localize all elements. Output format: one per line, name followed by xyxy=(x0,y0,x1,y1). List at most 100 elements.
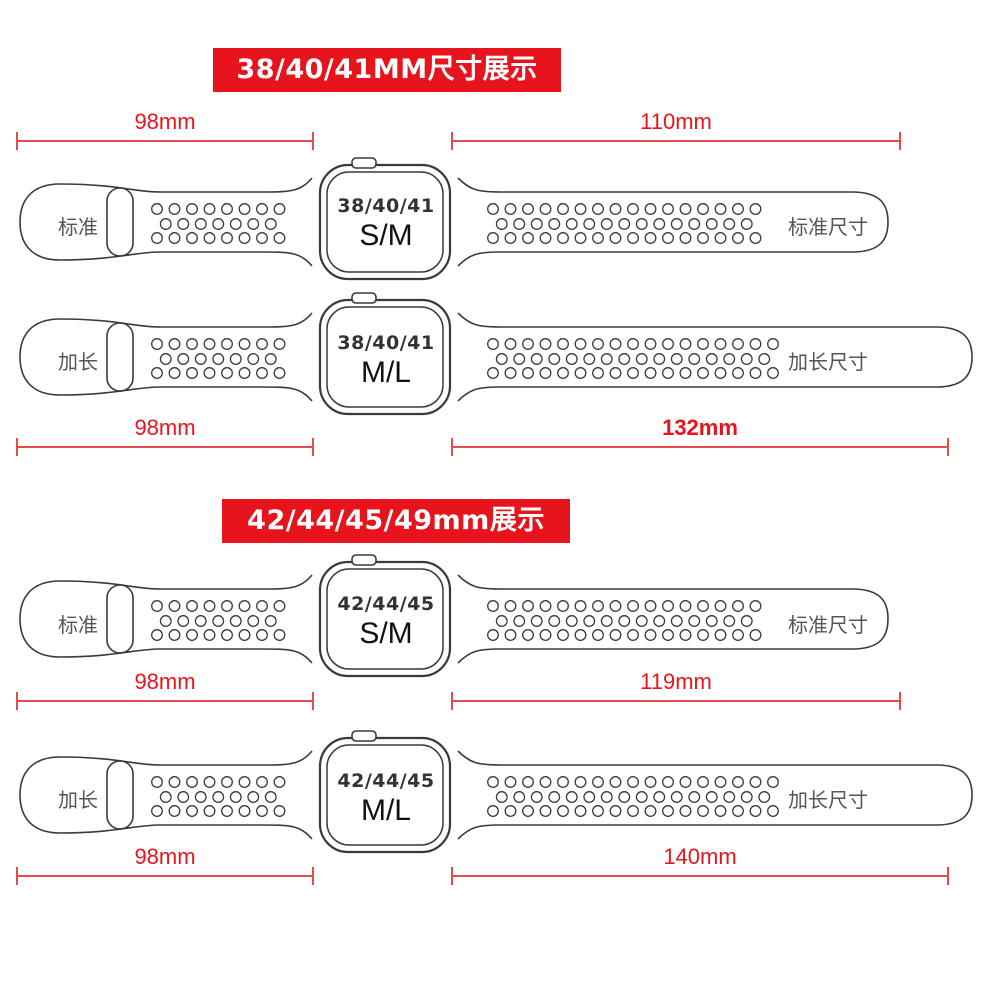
strap-hole xyxy=(557,203,569,215)
watch-crown xyxy=(351,554,377,566)
strap-hole xyxy=(767,776,779,788)
strap-hole xyxy=(256,805,268,817)
strap-hole xyxy=(238,629,251,641)
strap-hole xyxy=(714,805,727,817)
strap-hole xyxy=(592,805,604,817)
strap-hole xyxy=(662,629,674,641)
strap-hole xyxy=(539,776,552,788)
strap-hole xyxy=(186,203,198,215)
dimension-right-4: 140mm xyxy=(451,844,949,885)
strap-hole xyxy=(186,600,198,612)
strap-hole xyxy=(714,367,727,379)
strap-hole xyxy=(504,203,517,215)
strap-hole xyxy=(670,218,683,230)
strap-hole xyxy=(697,805,709,817)
strap-hole xyxy=(662,776,674,788)
strap-hole xyxy=(565,791,578,803)
strap-hole xyxy=(644,232,657,244)
strap-hole xyxy=(644,367,657,379)
strap-hole xyxy=(732,805,744,817)
strap-hole xyxy=(705,353,718,365)
strap-hole xyxy=(697,367,709,379)
strap-hole xyxy=(574,805,587,817)
strap-hole xyxy=(264,218,277,230)
strap-hole xyxy=(627,805,639,817)
dimension-left-1: 98mm xyxy=(16,109,314,150)
strap-hole xyxy=(203,600,216,612)
strap-hole xyxy=(238,203,251,215)
strap-hole xyxy=(229,353,242,365)
strap-hole xyxy=(600,218,613,230)
strap-hole xyxy=(238,805,251,817)
strap-hole xyxy=(565,353,578,365)
strap-hole xyxy=(583,615,596,627)
strap-hole xyxy=(574,600,587,612)
strap-hole xyxy=(238,232,251,244)
strap-hole xyxy=(539,338,552,350)
strap-hole xyxy=(522,203,534,215)
strap-hole xyxy=(618,218,631,230)
strap-hole xyxy=(504,600,517,612)
section-title-large: 42/44/45/49mm展示 xyxy=(222,499,570,543)
strap-hole xyxy=(168,629,181,641)
strap-hole xyxy=(203,805,216,817)
strap-hole xyxy=(565,615,578,627)
strap-hole xyxy=(203,367,216,379)
strap-hole xyxy=(513,615,526,627)
strap-hole xyxy=(697,338,709,350)
strap-hole xyxy=(487,600,499,612)
strap-hole xyxy=(247,615,260,627)
strap-hole xyxy=(644,203,657,215)
strap-hole xyxy=(644,600,657,612)
strap-hole xyxy=(256,600,268,612)
strap-hole xyxy=(522,600,534,612)
dimension-left-4: 98mm xyxy=(16,844,314,885)
band-left-label: 标准 xyxy=(58,613,98,637)
strap-hole xyxy=(653,218,666,230)
strap-hole xyxy=(767,338,779,350)
strap-hole xyxy=(273,338,286,350)
strap-hole xyxy=(539,367,552,379)
strap-hole xyxy=(557,232,569,244)
strap-hole xyxy=(653,615,666,627)
strap-hole xyxy=(653,791,666,803)
strap-hole xyxy=(732,232,744,244)
strap-hole xyxy=(522,367,534,379)
strap-hole xyxy=(723,218,736,230)
strap-hole xyxy=(732,338,744,350)
strap-hole xyxy=(203,338,216,350)
length-label: 98mm xyxy=(134,109,196,134)
strap-hole xyxy=(574,629,587,641)
strap-hole xyxy=(203,203,216,215)
strap-hole xyxy=(221,805,233,817)
strap-hole xyxy=(697,629,709,641)
strap-hole xyxy=(203,232,216,244)
strap-hole xyxy=(749,203,762,215)
strap-hole xyxy=(574,203,587,215)
band-right-label: 标准尺寸 xyxy=(788,613,868,637)
strap-hole xyxy=(618,615,631,627)
strap-hole xyxy=(221,629,233,641)
strap-hole xyxy=(679,367,692,379)
strap-hole xyxy=(592,776,604,788)
strap-hole xyxy=(539,203,552,215)
strap-hole xyxy=(548,218,561,230)
strap-hole xyxy=(247,791,260,803)
strap-hole xyxy=(635,218,648,230)
strap-hole xyxy=(539,232,552,244)
strap-hole xyxy=(618,353,631,365)
strap-hole xyxy=(530,218,543,230)
strap-hole xyxy=(609,232,622,244)
strap-hole xyxy=(273,776,286,788)
strap-hole xyxy=(627,338,639,350)
strap-hole xyxy=(513,353,526,365)
strap-hole xyxy=(600,791,613,803)
strap-hole xyxy=(565,218,578,230)
strap-hole xyxy=(539,600,552,612)
strap-hole xyxy=(273,203,286,215)
watch-size: 38/40/41 xyxy=(337,195,435,217)
strap-hole xyxy=(662,600,674,612)
strap-hole xyxy=(264,615,277,627)
strap-hole xyxy=(627,776,639,788)
strap-hole xyxy=(530,791,543,803)
